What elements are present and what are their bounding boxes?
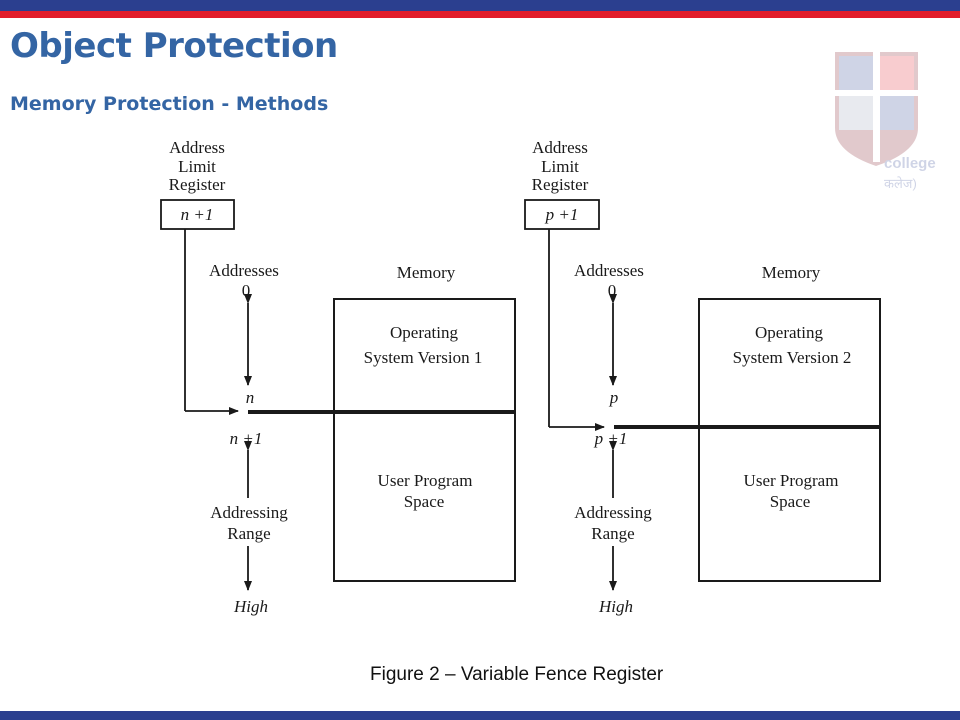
limit-register-box [524, 199, 600, 230]
os-label-line1: Operating [755, 323, 823, 342]
fence-label: p [609, 388, 619, 407]
os-label-line1: Operating [390, 323, 458, 342]
register-label-line3: Register [532, 175, 589, 194]
diagram-version-1: Address Limit Register n +1 Addresses 0 … [160, 138, 516, 616]
top-band-blue [0, 0, 960, 11]
slide-subtitle: Memory Protection - Methods [10, 93, 329, 115]
register-label-line2: Limit [178, 157, 216, 176]
register-value: p +1 [545, 205, 579, 224]
logo-text-line1: college [884, 155, 936, 172]
figure-caption: Figure 2 – Variable Fence Register [370, 664, 664, 685]
memory-label: Memory [397, 263, 456, 282]
user-space-label-line1: User Program [378, 471, 473, 490]
logo-text-line2: कलेज) [884, 176, 917, 191]
addresses-label: Addresses [574, 261, 644, 280]
college-crest-icon: college कलेज) [835, 52, 936, 191]
addresses-zero-label: 0 [608, 281, 617, 300]
memory-block [333, 298, 516, 582]
os-label-line2: System Version 2 [733, 348, 852, 367]
register-label-line3: Register [169, 175, 226, 194]
after-fence-label: p +1 [594, 429, 628, 448]
range-label-line2: Range [591, 524, 634, 543]
register-label-line1: Address [532, 138, 588, 157]
os-label-line2: System Version 1 [364, 348, 483, 367]
slide-title: Object Protection [10, 26, 338, 66]
range-label-line2: Range [227, 524, 270, 543]
user-space-label-line1: User Program [744, 471, 839, 490]
addresses-label: Addresses [209, 261, 279, 280]
range-label-line1: Addressing [574, 503, 652, 522]
user-space-label-line2: Space [404, 492, 445, 511]
after-fence-label: n +1 [230, 429, 263, 448]
top-band-red [0, 11, 960, 18]
register-value: n +1 [181, 205, 214, 224]
limit-register-box [160, 199, 235, 230]
fence-label: n [246, 388, 255, 407]
register-label-line1: Address [169, 138, 225, 157]
memory-label: Memory [762, 263, 821, 282]
range-label-line1: Addressing [210, 503, 288, 522]
bottom-band [0, 711, 960, 720]
register-label-line2: Limit [541, 157, 579, 176]
addresses-zero-label: 0 [242, 281, 251, 300]
memory-block [698, 298, 881, 582]
high-label: High [598, 597, 633, 616]
user-space-label-line2: Space [770, 492, 811, 511]
high-label: High [233, 597, 268, 616]
diagram-version-2: Address Limit Register p +1 Addresses 0 … [524, 138, 881, 616]
